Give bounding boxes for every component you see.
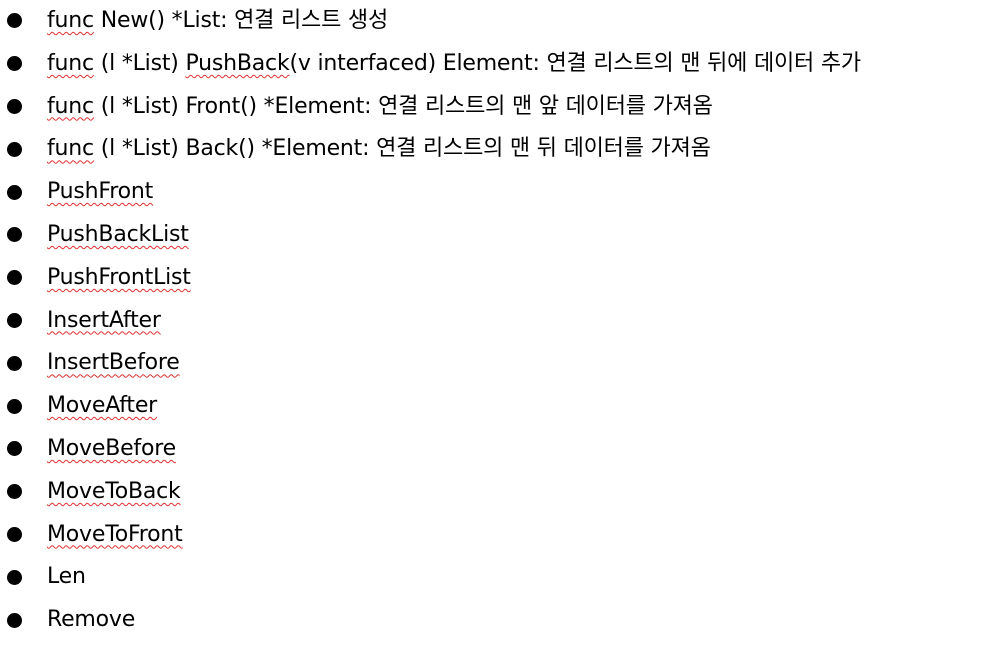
list-item: func New() *List: 연결 리스트 생성 [0, 0, 1008, 43]
bullet-icon [7, 13, 22, 29]
list-item-text: PushBackList [47, 214, 189, 257]
bullet-icon [7, 484, 22, 500]
text-segment: New() *List: 연결 리스트 생성 [93, 8, 389, 33]
list-item: MoveBefore [0, 428, 1008, 471]
list-item-text: func (l *List) PushBack(v interfaced) El… [47, 43, 861, 86]
spellcheck-flagged-text: MoveToBack [47, 478, 181, 504]
list-item-text: InsertAfter [47, 300, 161, 343]
text-segment: (l *List) Back() *Element: 연결 리스트의 맨 뒤 데… [93, 136, 711, 162]
text-segment: Remove [47, 607, 136, 633]
bullet-icon [7, 355, 22, 371]
spellcheck-flagged-text: func [47, 93, 94, 119]
list-item-text: Remove [47, 599, 135, 642]
list-item: Remove [0, 599, 1008, 642]
bullet-icon [7, 569, 22, 585]
list-item: PushFrontList [0, 257, 1008, 300]
list-item-text: MoveToFront [47, 514, 183, 557]
spellcheck-flagged-text: PushBackList [47, 221, 189, 247]
list-item: InsertBefore [0, 342, 1008, 385]
list-item-text: PushFrontList [47, 257, 191, 300]
bullet-icon [7, 398, 22, 414]
list-item-text: func New() *List: 연결 리스트 생성 [47, 0, 388, 43]
list-item: MoveToFront [0, 514, 1008, 557]
list-item: MoveAfter [0, 385, 1008, 428]
text-segment: (v interfaced) Element: 연결 리스트의 맨 뒤에 데이터… [289, 50, 862, 76]
spellcheck-flagged-text: func [47, 50, 94, 76]
list-item: func (l *List) Front() *Element: 연결 리스트의… [0, 86, 1008, 129]
list-item-text: Len [47, 556, 86, 599]
bullet-icon [7, 141, 22, 157]
list-item: func (l *List) Back() *Element: 연결 리스트의 … [0, 128, 1008, 171]
bullet-icon [7, 56, 22, 72]
bullet-icon [7, 312, 22, 328]
list-item-text: MoveBefore [47, 428, 176, 471]
spellcheck-flagged-text: PushFront [47, 179, 154, 205]
bullet-icon [7, 441, 22, 457]
spellcheck-flagged-text: MoveAfter [47, 393, 158, 419]
list-item-text: MoveToBack [47, 471, 181, 514]
spellcheck-flagged-text: func [47, 8, 94, 33]
list-item: PushFront [0, 171, 1008, 214]
spellcheck-flagged-text: func [47, 136, 94, 162]
spellcheck-flagged-text: InsertAfter [47, 307, 161, 333]
list-item: MoveToBack [0, 471, 1008, 514]
bullet-icon [7, 98, 22, 114]
bullet-icon [7, 612, 22, 628]
list-item-text: func (l *List) Front() *Element: 연결 리스트의… [47, 86, 713, 129]
spellcheck-flagged-text: PushFrontList [47, 264, 191, 290]
text-segment: Len [47, 564, 86, 590]
text-segment: (l *List) [93, 50, 186, 76]
bullet-icon [7, 227, 22, 243]
list-item-text: func (l *List) Back() *Element: 연결 리스트의 … [47, 128, 711, 171]
spellcheck-flagged-text: MoveToFront [47, 521, 183, 547]
list-item-text: PushFront [47, 171, 153, 214]
list-item: func (l *List) PushBack(v interfaced) El… [0, 43, 1008, 86]
list-item: Len [0, 556, 1008, 599]
list-item: PushBackList [0, 214, 1008, 257]
bullet-icon [7, 526, 22, 542]
bullet-icon [7, 184, 22, 200]
text-segment: (l *List) Front() *Element: 연결 리스트의 맨 앞 … [93, 93, 713, 119]
list-item: InsertAfter [0, 300, 1008, 343]
list-item-text: MoveAfter [47, 385, 157, 428]
list-item-text: InsertBefore [47, 342, 180, 385]
bullet-icon [7, 270, 22, 286]
spellcheck-flagged-text: InsertBefore [47, 350, 180, 376]
spellcheck-flagged-text: PushBack [185, 50, 290, 76]
spellcheck-flagged-text: MoveBefore [47, 435, 176, 461]
